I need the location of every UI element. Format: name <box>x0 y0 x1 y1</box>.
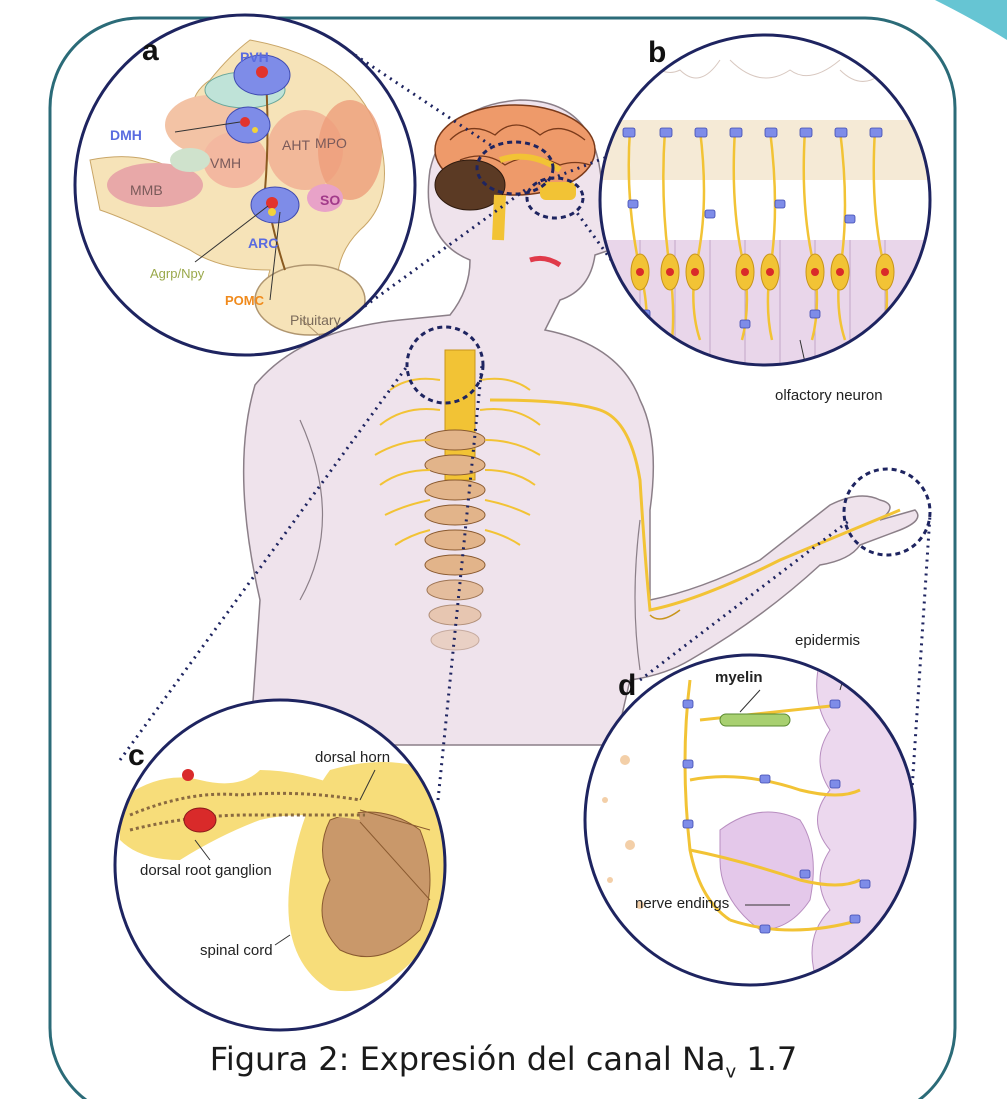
label-vmh: VMH <box>210 155 241 171</box>
label-pituitary: Pituitary <box>290 312 341 328</box>
label-dmh: DMH <box>110 127 142 143</box>
label-nerve-endings: nerve endings <box>635 895 729 912</box>
panel-c-letter: c <box>128 739 145 772</box>
label-epidermis: epidermis <box>795 632 860 649</box>
label-arc: ARC <box>248 235 278 251</box>
caption-suffix: 1.7 <box>736 1040 797 1078</box>
panel-c: c dorsal horn dorsal root ganglion spina… <box>115 700 458 1030</box>
label-dorsal-horn: dorsal horn <box>315 749 390 766</box>
label-mmb: MMB <box>130 182 163 198</box>
panel-d: d myelin epidermis nerve endings <box>585 632 920 990</box>
label-mpo: MPO <box>315 135 347 151</box>
corner-decoration <box>935 0 1007 40</box>
label-agrp-npy: Agrp/Npy <box>150 266 205 281</box>
panel-d-letter: d <box>618 669 636 702</box>
label-myelin: myelin <box>715 669 763 686</box>
panel-a-letter: a <box>142 34 159 67</box>
caption-prefix: Figura 2: Expresión del canal Na <box>210 1040 726 1078</box>
label-dorsal-root-ganglion: dorsal root ganglion <box>140 862 272 879</box>
panel-b: b olfactory neuron <box>600 35 930 404</box>
label-pomc: POMC <box>225 293 265 308</box>
label-aht: AHT <box>282 137 310 153</box>
figure-caption: Figura 2: Expresión del canal Nav 1.7 <box>0 1040 1007 1082</box>
label-spinal-cord: spinal cord <box>200 942 273 959</box>
caption-subscript: v <box>726 1061 737 1082</box>
panel-a: a PVH DMH VMH AHT MPO MMB SO ARC Agrp/Np… <box>75 15 415 355</box>
label-olfactory-neuron: olfactory neuron <box>775 387 883 404</box>
panel-b-letter: b <box>648 36 666 69</box>
label-pvh: PVH <box>240 49 269 65</box>
label-so: SO <box>320 192 340 208</box>
